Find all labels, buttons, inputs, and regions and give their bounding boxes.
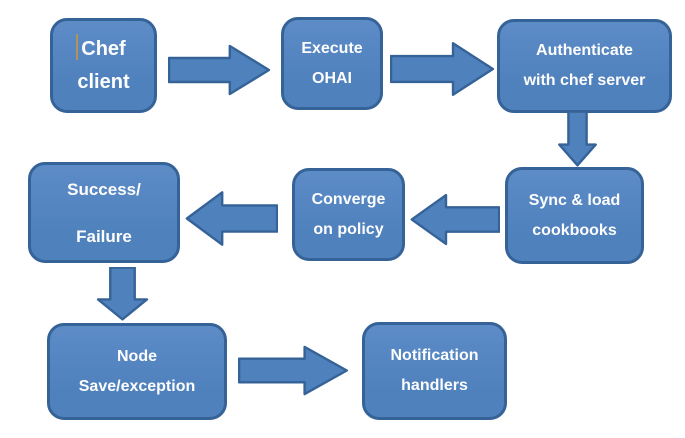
node-label-line: Save/exception bbox=[78, 377, 196, 395]
arrow-left-sync-to-converge bbox=[410, 192, 500, 247]
node-success-failure: Success/ Failure bbox=[28, 162, 180, 263]
node-sync-load-cookbooks: Sync & load cookbooks bbox=[505, 167, 644, 264]
node-label-line: Chef bbox=[81, 37, 126, 60]
node-label-line: handlers bbox=[401, 377, 468, 394]
node-converge-on-policy: Converge on policy bbox=[292, 168, 405, 261]
node-label-line: Sync & load bbox=[528, 191, 621, 209]
arrow-right-nodesave-to-notification bbox=[238, 344, 349, 397]
node-label-line: OHAI bbox=[312, 69, 352, 87]
arrow-right-execute-to-authenticate bbox=[390, 40, 495, 98]
arrow-left-converge-to-success bbox=[185, 189, 278, 248]
node-label-line: Authenticate bbox=[536, 42, 633, 59]
node-label-line: Notification bbox=[390, 347, 479, 364]
text-cursor bbox=[76, 34, 78, 60]
node-node-save-exception: Node Save/exception bbox=[47, 323, 227, 420]
arrow-down-authenticate-to-sync bbox=[557, 111, 598, 167]
node-execute-ohai: Execute OHAI bbox=[281, 17, 383, 110]
node-label-line: with chef server bbox=[523, 72, 646, 89]
node-authenticate-with-chef-server: Authenticate with chef server bbox=[497, 19, 672, 113]
node-label-line: Failure bbox=[76, 226, 132, 246]
node-chef-client: Chef client bbox=[50, 18, 157, 113]
node-label-line: Converge bbox=[311, 190, 386, 208]
node-label-line: Node bbox=[117, 347, 157, 365]
node-label-line: on policy bbox=[313, 220, 384, 238]
node-notification-handlers: Notification handlers bbox=[362, 322, 507, 420]
arrow-down-success-to-nodesave bbox=[95, 267, 150, 321]
arrow-right-chef-to-execute bbox=[168, 43, 271, 97]
node-label-line: cookbooks bbox=[532, 221, 617, 239]
node-label-line: Success/ bbox=[67, 179, 141, 199]
node-label-line: Execute bbox=[301, 39, 363, 57]
node-label-line: client bbox=[77, 70, 130, 93]
